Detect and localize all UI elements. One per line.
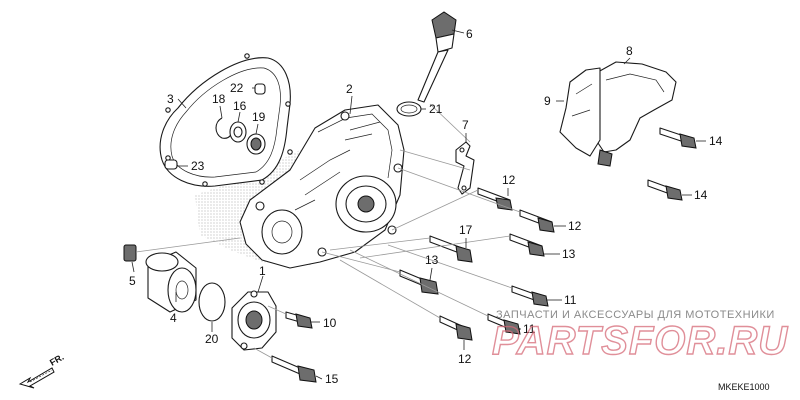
label-20: 20: [205, 332, 219, 346]
dowel-pin-upper: [254, 83, 266, 95]
label-4: 4: [170, 311, 177, 325]
alignment-lines: [135, 103, 521, 359]
label-17: 17: [459, 223, 473, 237]
watermark-logo: PARTSFOR.RU: [492, 319, 788, 363]
label-23: 23: [191, 159, 205, 173]
bolt-14-lower: [647, 179, 683, 201]
label-14a: 14: [709, 134, 723, 148]
label-11b: 11: [523, 322, 536, 336]
hose-bracket: [455, 141, 475, 195]
label-2: 2: [346, 82, 353, 96]
oil-filler-cap: [417, 11, 457, 103]
label-21: 21: [429, 102, 443, 116]
label-3: 3: [167, 92, 174, 106]
label-6: 6: [466, 27, 473, 41]
bolt-13-right: [509, 233, 545, 257]
label-12a: 12: [502, 173, 516, 187]
bolt-11-upper: [511, 285, 549, 307]
bolt-13-left: [399, 269, 439, 295]
washer: [229, 121, 247, 143]
label-13b: 13: [425, 253, 439, 267]
watermark: ЗАПЧАСТИ И АКСЕССУАРЫ ДЛЯ МОТОТЕХНИКИ PA…: [491, 309, 788, 364]
label-11a: 11: [564, 293, 577, 307]
label-12b: 12: [568, 219, 582, 233]
dowel-pin-lower: [164, 159, 178, 170]
o-ring-filler: [396, 101, 422, 117]
label-7: 7: [462, 118, 469, 132]
label-8: 8: [626, 44, 633, 58]
label-9: 9: [544, 94, 551, 108]
oil-seal: [246, 133, 266, 155]
oil-filter-cover: [231, 290, 277, 351]
label-5: 5: [129, 274, 136, 288]
bolt-10: [285, 311, 313, 329]
label-16: 16: [233, 99, 247, 113]
sprocket-cover-plate: [591, 61, 677, 167]
front-direction-arrow: FR.: [18, 352, 66, 389]
bolt-12-upper: [477, 187, 513, 211]
bolt-15: [271, 355, 317, 383]
bolt-11-lower: [487, 313, 521, 335]
bolt-12-right: [519, 209, 555, 233]
bolt-12-lower: [439, 315, 473, 341]
label-10: 10: [323, 316, 337, 330]
label-22: 22: [230, 81, 244, 95]
part-labels: 1 2 3 4 5 6 7 8 9 10 11 11 12 12 12 13 1…: [129, 27, 723, 386]
label-1: 1: [259, 264, 266, 278]
oil-strainer-screen: [123, 244, 137, 262]
bolt-14-upper: [659, 127, 697, 149]
watermark-tagline: ЗАПЧАСТИ И АКСЕССУАРЫ ДЛЯ МОТОТЕХНИКИ: [496, 309, 775, 321]
label-14b: 14: [694, 188, 708, 202]
label-12c: 12: [458, 352, 472, 366]
front-direction-label: FR.: [48, 352, 66, 368]
diagram-code: MKEKE1000: [718, 382, 770, 392]
label-13a: 13: [562, 247, 576, 261]
label-15: 15: [325, 372, 339, 386]
leader-lines: [131, 29, 706, 380]
oil-filter: [145, 251, 197, 313]
label-18: 18: [212, 92, 226, 106]
crankcase-cover: [239, 104, 405, 269]
sprocket-cover: [559, 67, 601, 157]
o-ring-filter: [198, 282, 226, 322]
label-19: 19: [252, 110, 266, 124]
